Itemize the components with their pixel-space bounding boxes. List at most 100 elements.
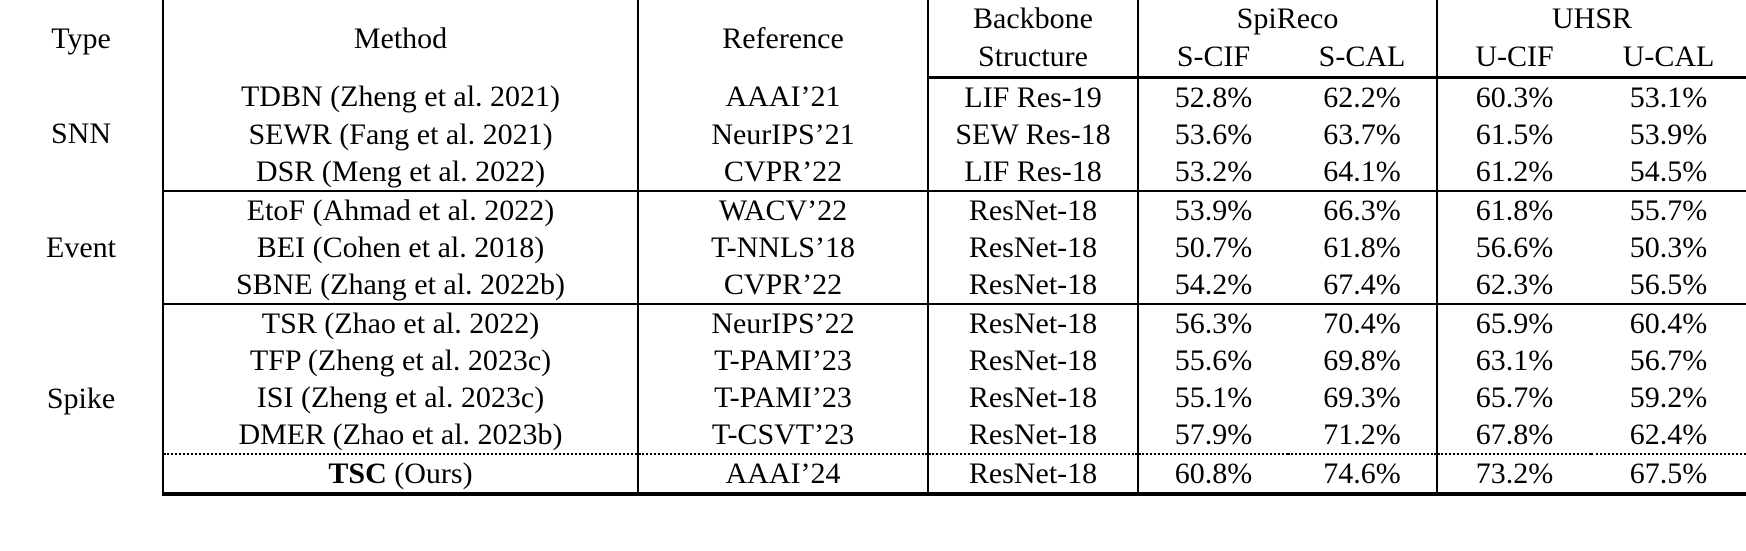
cell-s-cal: 71.2% [1323, 417, 1401, 451]
cell-backbone: LIF Res-19 [927, 77, 1138, 116]
cell-s-cal: 69.3% [1323, 380, 1401, 414]
column-header-backbone-line1: Backbone [927, 0, 1138, 37]
cell-reference: CVPR’22 [637, 266, 928, 305]
cell-reference: CVPR’22 [637, 153, 928, 192]
results-table: Type Method Reference Backbone SpiReco U… [0, 0, 1746, 496]
cell-s-cif: 57.9% [1137, 416, 1288, 454]
column-header-u-cal: U-CAL [1591, 37, 1746, 79]
cell-reference: AAAI’21 [637, 77, 928, 116]
cell-u-cif: 65.7% [1436, 379, 1592, 416]
cell-u-cif: 60.3% [1436, 77, 1592, 116]
cell-backbone: ResNet-18 [927, 266, 1138, 305]
cell-u-cif: 61.8% [1436, 191, 1592, 229]
cell-reference: NeurIPS’22 [637, 304, 928, 342]
cell-backbone: LIF Res-18 [927, 153, 1138, 192]
cell-reference: NeurIPS’21 [637, 116, 928, 153]
cell-method: DSR (Meng et al. 2022) [162, 153, 638, 192]
cell-reference: T-PAMI’23 [637, 342, 928, 379]
cell-u-cif: 62.3% [1436, 266, 1592, 305]
cell-u-cal: 53.9% [1629, 117, 1708, 151]
table-header: Type Method Reference Backbone SpiReco U… [0, 0, 1746, 79]
cell-s-cal: 62.2% [1323, 80, 1401, 114]
cell-method: TDBN (Zheng et al. 2021) [162, 77, 638, 116]
header-sub-row: Structure S-CIF S-CAL U-CIF U-CAL [0, 37, 1746, 79]
cell-method: TFP (Zheng et al. 2023c) [162, 342, 638, 379]
column-group-header-spireco: SpiReco [1136, 0, 1438, 37]
column-header-type: Type [51, 21, 111, 55]
cell-s-cif: 53.9% [1137, 191, 1288, 229]
row-group-type: Event [46, 230, 116, 264]
cell-method: EtoF (Ahmad et al. 2022) [162, 191, 638, 229]
cell-reference: WACV’22 [637, 191, 928, 229]
cell-backbone: ResNet-18 [927, 229, 1138, 266]
cell-method: SEWR (Fang et al. 2021) [162, 116, 638, 153]
cell-s-cal: 63.7% [1323, 117, 1401, 151]
cell-backbone: SEW Res-18 [927, 116, 1138, 153]
cell-u-cal: 54.5% [1591, 153, 1746, 192]
cell-u-cif: 63.1% [1436, 342, 1592, 379]
cell-u-cif: 65.9% [1436, 304, 1592, 342]
cell-s-cal: 67.4% [1288, 266, 1438, 305]
cell-u-cal: 59.2% [1629, 380, 1708, 414]
cell-reference: T-NNLS’18 [637, 229, 928, 266]
cell-reference: T-CSVT’23 [637, 416, 928, 454]
cell-s-cif: 56.3% [1137, 304, 1288, 342]
cell-s-cif: 53.2% [1137, 153, 1288, 192]
cell-u-cal: 53.1% [1629, 80, 1708, 114]
row-group-type: Spike [46, 382, 116, 415]
cell-u-cif: 61.5% [1436, 116, 1592, 153]
cell-s-cif: 54.2% [1137, 266, 1288, 305]
cell-s-cif: 52.8% [1137, 77, 1288, 116]
cell-reference: AAAI’24 [637, 453, 928, 496]
cell-u-cif: 61.2% [1436, 153, 1592, 192]
cell-s-cif: 55.6% [1137, 342, 1288, 379]
cell-s-cal: 69.8% [1323, 343, 1401, 377]
cell-method: TSC (Ours) [162, 453, 638, 496]
cell-s-cif: 60.8% [1137, 453, 1288, 496]
cell-s-cal: 70.4% [1323, 306, 1401, 340]
cell-u-cal: 55.7% [1629, 193, 1708, 227]
header-group-row: Type Method Reference Backbone SpiReco U… [0, 0, 1746, 78]
cell-reference: T-PAMI’23 [637, 379, 928, 416]
cell-s-cal: 74.6% [1288, 453, 1438, 496]
cell-backbone: ResNet-18 [927, 304, 1138, 342]
cell-method: BEI (Cohen et al. 2018) [162, 229, 638, 266]
cell-method: TSR (Zhao et al. 2022) [162, 304, 638, 342]
cell-u-cif: 56.6% [1436, 229, 1592, 266]
cell-u-cal: 50.3% [1629, 230, 1708, 264]
cell-u-cal: 67.5% [1591, 453, 1746, 496]
row-group-type: SNN [50, 117, 111, 151]
cell-backbone: ResNet-18 [927, 191, 1138, 229]
cell-s-cal: 64.1% [1288, 153, 1438, 192]
cell-s-cif: 53.6% [1137, 116, 1288, 153]
cell-method: DMER (Zhao et al. 2023b) [162, 416, 638, 454]
cell-u-cal: 56.5% [1591, 266, 1746, 305]
cell-s-cif: 50.7% [1137, 229, 1288, 266]
cell-u-cif: 67.8% [1436, 416, 1592, 454]
column-header-s-cif: S-CIF [1137, 37, 1288, 79]
cell-s-cal: 61.8% [1323, 230, 1401, 264]
column-header-s-cal: S-CAL [1288, 37, 1438, 79]
cell-u-cif: 73.2% [1436, 453, 1592, 496]
cell-backbone: ResNet-18 [927, 416, 1138, 454]
cell-backbone: ResNet-18 [927, 342, 1138, 379]
column-header-method: Method [162, 0, 638, 78]
cell-s-cif: 55.1% [1137, 379, 1288, 416]
column-header-reference: Reference [637, 0, 928, 78]
column-header-u-cif: U-CIF [1436, 37, 1592, 79]
cell-backbone: ResNet-18 [927, 453, 1138, 496]
cell-u-cal: 56.7% [1629, 343, 1708, 377]
